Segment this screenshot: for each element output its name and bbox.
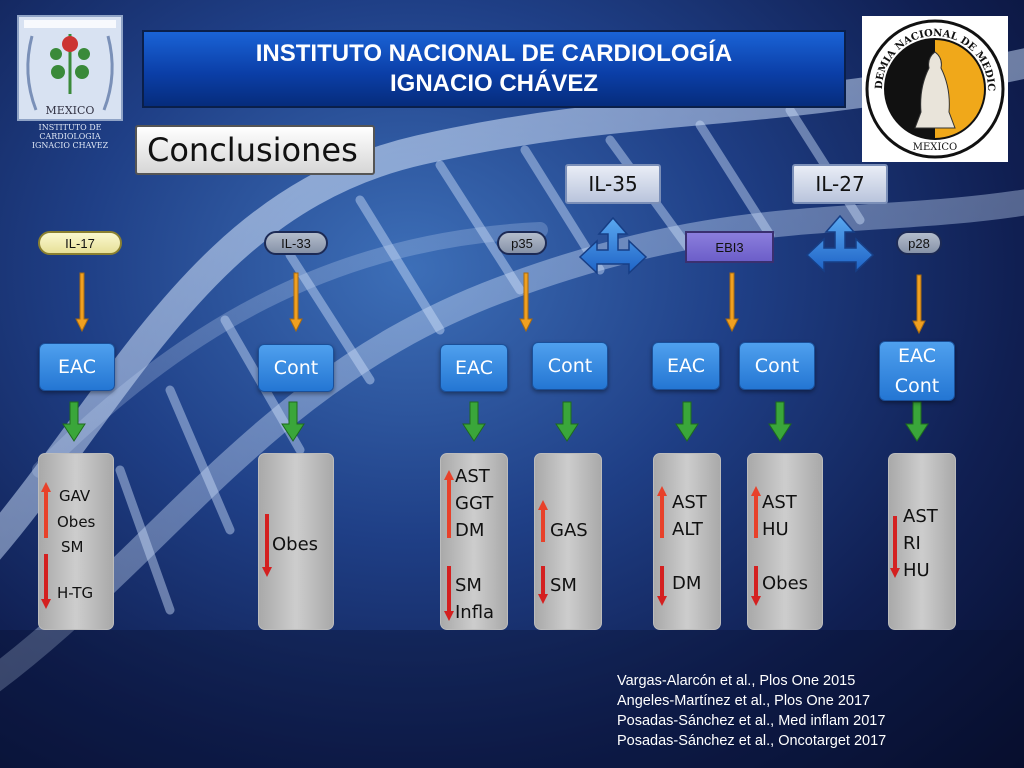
result-item: Infla: [455, 602, 495, 623]
section-title: Conclusiones: [135, 125, 375, 175]
result-item: SM: [455, 575, 482, 596]
il17-group-label: EAC: [58, 356, 96, 378]
p35-cont-results-box: GAS SM: [534, 453, 602, 630]
result-item: AST: [903, 506, 938, 527]
il33-group-box: Cont: [258, 344, 334, 392]
ebi3-cont-label: Cont: [754, 355, 800, 377]
ebi3-cont-group-box: Cont: [739, 342, 815, 390]
il17-group-box: EAC: [39, 343, 115, 391]
p35-cont-label: Cont: [547, 355, 593, 377]
result-item: H-TG: [57, 584, 94, 602]
result-item: Obes: [272, 534, 319, 555]
ebi3-cont-results-box: AST HU Obes: [747, 453, 823, 630]
il33-group-label: Cont: [273, 357, 319, 379]
green-down-arrow-icon: [768, 401, 792, 442]
orange-down-arrow-icon: [519, 272, 533, 333]
result-item: ALT: [672, 519, 703, 540]
p28-results-box: AST RI HU: [888, 453, 956, 630]
up-arrow-icon: [41, 482, 51, 538]
reference-item: Angeles-Martínez et al., Plos One 2017: [617, 693, 871, 709]
green-down-arrow-icon: [555, 401, 579, 442]
p28-group-box: EAC Cont: [879, 341, 955, 401]
down-arrow-icon: [657, 566, 667, 606]
result-item: SM: [61, 538, 84, 556]
orange-down-arrow-icon: [912, 274, 926, 335]
reference-item: Vargas-Alarcón et al., Plos One 2015: [617, 673, 856, 689]
down-arrow-icon: [890, 516, 900, 578]
il33-results-box: Obes: [258, 453, 334, 630]
green-down-arrow-icon: [281, 401, 305, 442]
orange-down-arrow-icon: [75, 272, 89, 333]
institute-banner: INSTITUTO NACIONAL DE CARDIOLOGÍA IGNACI…: [142, 30, 846, 108]
green-down-arrow-icon: [675, 401, 699, 442]
up-arrow-icon: [751, 486, 761, 538]
down-arrow-icon: [751, 566, 761, 606]
logo-left-text-4: IGNACIO CHAVEZ: [32, 141, 109, 150]
ebi3-eac-results-box: AST ALT DM: [653, 453, 721, 630]
result-item: RI: [903, 533, 921, 554]
down-arrow-icon: [41, 554, 51, 609]
institute-logo: MEXICO INSTITUTO DE CARDIOLOGIA IGNACIO …: [16, 14, 124, 150]
reference-item: Posadas-Sánchez et al., Med inflam 2017: [617, 713, 886, 729]
down-arrow-icon: [444, 566, 454, 621]
p35-cont-group-box: Cont: [532, 342, 608, 390]
il35-box: IL-35: [565, 164, 661, 204]
p35-marker: p35: [497, 231, 547, 255]
down-arrow-icon: [262, 514, 272, 577]
logo-left-text-2: INSTITUTO DE: [39, 123, 102, 132]
result-item: SM: [550, 575, 577, 596]
result-item: GGT: [455, 493, 494, 514]
il33-marker: IL-33: [264, 231, 328, 255]
result-item: Obes: [57, 513, 96, 531]
il17-results-box: GAV Obes SM H-TG: [38, 453, 114, 630]
orange-down-arrow-icon: [725, 272, 739, 333]
orange-down-arrow-icon: [289, 272, 303, 333]
result-item: AST: [455, 466, 490, 487]
up-arrow-icon: [538, 500, 548, 542]
logo-left-text-1: MEXICO: [46, 104, 95, 117]
banner-title-line2: IGNACIO CHÁVEZ: [389, 70, 598, 97]
logo-left-text-3: CARDIOLOGIA: [39, 132, 100, 141]
result-item: GAS: [550, 520, 588, 541]
result-item: HU: [903, 560, 930, 581]
il27-box: IL-27: [792, 164, 888, 204]
result-item: DM: [455, 520, 485, 541]
result-item: HU: [762, 519, 789, 540]
p28-group-label-1: EAC: [898, 345, 936, 367]
p35-eac-results-box: AST GGT DM SM Infla: [440, 453, 508, 630]
logo-right-text-2: MEXICO: [913, 142, 957, 153]
result-item: AST: [672, 492, 707, 513]
result-item: GAV: [59, 487, 91, 505]
reference-item: Posadas-Sánchez et al., Oncotarget 2017: [617, 733, 887, 749]
academy-seal-logo: ACADEMIA NACIONAL DE MEDICINA MEXICO: [857, 8, 1008, 162]
down-arrow-icon: [538, 566, 548, 604]
ebi3-eac-label: EAC: [667, 355, 705, 377]
split-arrow-icon: [578, 216, 648, 275]
up-arrow-icon: [657, 486, 667, 538]
green-down-arrow-icon: [462, 401, 486, 442]
result-item: AST: [762, 492, 797, 513]
result-item: DM: [672, 573, 702, 594]
banner-title-line1: INSTITUTO NACIONAL DE CARDIOLOGÍA: [255, 40, 733, 67]
il17-marker: IL-17: [38, 231, 122, 255]
green-down-arrow-icon: [62, 401, 86, 442]
split-arrow-icon: [805, 214, 875, 273]
p28-group-label-2: Cont: [894, 375, 940, 397]
result-item: Obes: [762, 573, 809, 594]
p35-eac-group-box: EAC: [440, 344, 508, 392]
ebi3-eac-group-box: EAC: [652, 342, 720, 390]
up-arrow-icon: [444, 470, 454, 538]
references: Vargas-Alarcón et al., Plos One 2015 Ang…: [617, 671, 886, 751]
p28-marker: p28: [896, 231, 942, 255]
ebi3-marker: EBI3: [685, 231, 774, 263]
p35-eac-label: EAC: [455, 357, 493, 379]
green-down-arrow-icon: [905, 401, 929, 442]
